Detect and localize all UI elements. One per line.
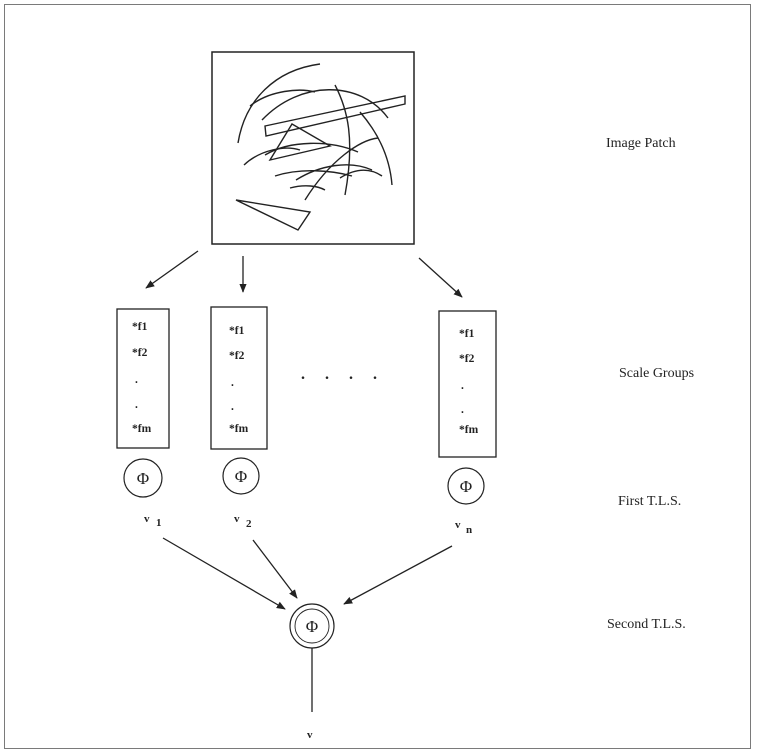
output-label-v1: v 1 bbox=[144, 513, 162, 529]
feature-label: *fm bbox=[459, 424, 479, 436]
feature-label: . bbox=[461, 380, 464, 392]
feature-label: *fm bbox=[132, 423, 152, 435]
feature-label: . bbox=[135, 374, 138, 386]
feature-label: *f2 bbox=[459, 353, 475, 365]
feature-label: *f1 bbox=[459, 328, 475, 340]
svg-text:2: 2 bbox=[246, 518, 252, 530]
feature-label: *f1 bbox=[132, 321, 148, 333]
label-scale-groups: Scale Groups bbox=[619, 366, 694, 381]
svg-text:v: v bbox=[455, 519, 461, 531]
feature-label: *fm bbox=[229, 423, 249, 435]
feature-label: . bbox=[461, 404, 464, 416]
ellipsis: . . . . bbox=[301, 366, 385, 383]
scale-group-n: *f1 *f2 . . *fm bbox=[439, 311, 496, 457]
svg-text:v: v bbox=[144, 513, 150, 525]
tls-node-second: Φ bbox=[290, 604, 334, 648]
tls-node-1: Φ bbox=[124, 459, 162, 497]
phi-symbol: Φ bbox=[137, 469, 149, 488]
feature-label: *f2 bbox=[132, 347, 148, 359]
label-first-tls: First T.L.S. bbox=[618, 494, 681, 509]
svg-text:1: 1 bbox=[156, 517, 162, 529]
output-label-vn: v n bbox=[455, 519, 472, 536]
scale-group-2: *f1 *f2 . . *fm bbox=[211, 307, 267, 449]
final-output-label: v bbox=[307, 729, 313, 741]
phi-symbol: Φ bbox=[235, 467, 247, 486]
feature-label: . bbox=[135, 399, 138, 411]
feature-label: . bbox=[231, 401, 234, 413]
tls-node-n: Φ bbox=[448, 468, 484, 504]
phi-symbol: Φ bbox=[306, 617, 318, 636]
svg-text:n: n bbox=[466, 524, 472, 536]
label-second-tls: Second T.L.S. bbox=[607, 617, 686, 632]
svg-text:v: v bbox=[234, 513, 240, 525]
feature-label: . bbox=[231, 377, 234, 389]
phi-symbol: Φ bbox=[460, 477, 472, 496]
image-patch bbox=[212, 52, 414, 244]
tls-node-2: Φ bbox=[223, 458, 259, 494]
label-image-patch: Image Patch bbox=[606, 136, 676, 151]
output-label-v2: v 2 bbox=[234, 513, 252, 530]
scale-group-1: *f1 *f2 . . *fm bbox=[117, 309, 169, 448]
feature-label: *f1 bbox=[229, 325, 245, 337]
patch-arrows bbox=[146, 251, 462, 297]
second-level-arrows bbox=[163, 538, 452, 609]
feature-label: *f2 bbox=[229, 350, 245, 362]
